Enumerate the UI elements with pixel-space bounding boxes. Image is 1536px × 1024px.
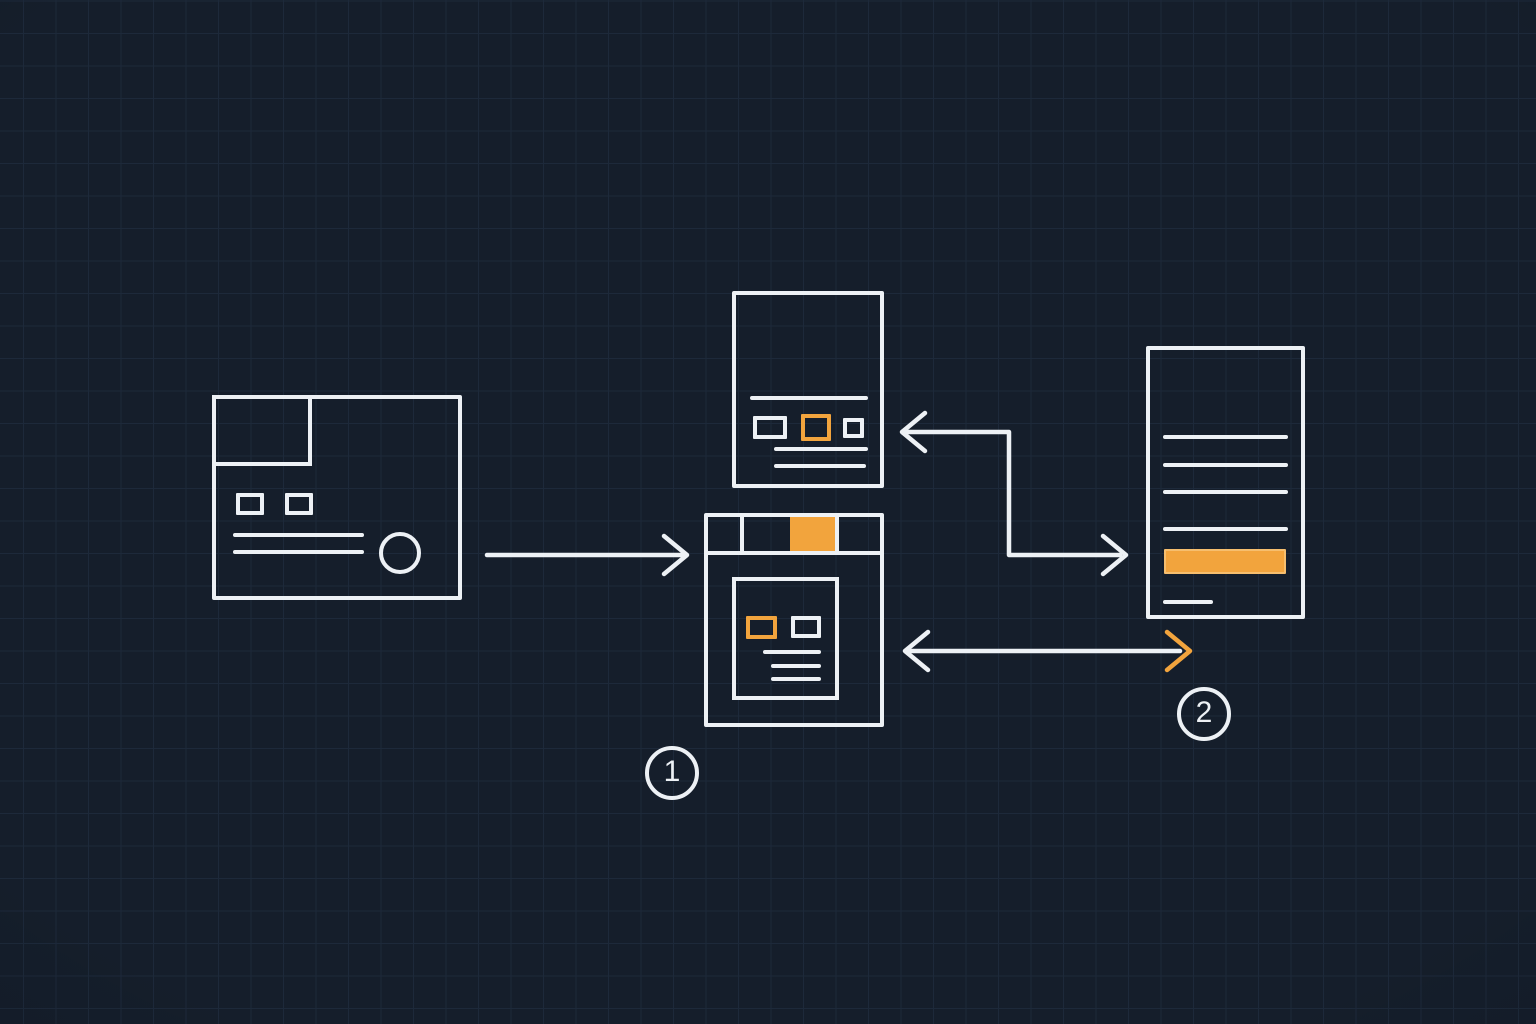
document-item-1-icon bbox=[753, 416, 787, 439]
active-tab-highlight bbox=[790, 517, 835, 551]
panel-text-line-3 bbox=[771, 677, 821, 681]
detail-text-line-2 bbox=[1163, 463, 1288, 467]
tab-divider-2 bbox=[835, 517, 839, 551]
detail-text-line-4 bbox=[1163, 527, 1288, 531]
document-text-line-2 bbox=[774, 464, 866, 468]
card-avatar-circle-icon bbox=[379, 532, 421, 574]
card-thumbnail-1-icon bbox=[236, 493, 264, 515]
panel-item-highlight-icon bbox=[746, 616, 777, 639]
step-2-badge: 2 bbox=[1177, 687, 1231, 741]
panel-text-line-1 bbox=[763, 650, 821, 654]
document-text-line-1 bbox=[774, 447, 868, 451]
detail-short-line bbox=[1163, 600, 1213, 604]
browser-tab-bar bbox=[708, 517, 880, 555]
source-card-node bbox=[212, 395, 462, 600]
document-rule-line bbox=[750, 396, 868, 400]
step-2-label: 2 bbox=[1195, 696, 1213, 729]
browser-content-panel bbox=[732, 577, 839, 700]
detail-highlight-bar bbox=[1164, 549, 1286, 574]
panel-item-2-icon bbox=[791, 616, 821, 638]
detail-text-line-1 bbox=[1163, 435, 1288, 439]
tab-divider-1 bbox=[740, 517, 744, 551]
card-text-line-1 bbox=[233, 533, 364, 537]
card-thumbnail-2-icon bbox=[285, 493, 313, 515]
card-text-line-2 bbox=[233, 550, 364, 554]
card-corner-pane bbox=[212, 395, 312, 466]
document-item-highlight-icon bbox=[801, 414, 831, 441]
document-item-3-icon bbox=[843, 418, 864, 438]
document-page-node bbox=[732, 291, 884, 488]
browser-window-node bbox=[704, 513, 884, 727]
detail-list-node bbox=[1146, 346, 1305, 619]
detail-text-line-3 bbox=[1163, 490, 1288, 494]
panel-text-line-2 bbox=[771, 664, 821, 668]
step-1-label: 1 bbox=[663, 755, 681, 788]
step-1-badge: 1 bbox=[645, 746, 699, 800]
